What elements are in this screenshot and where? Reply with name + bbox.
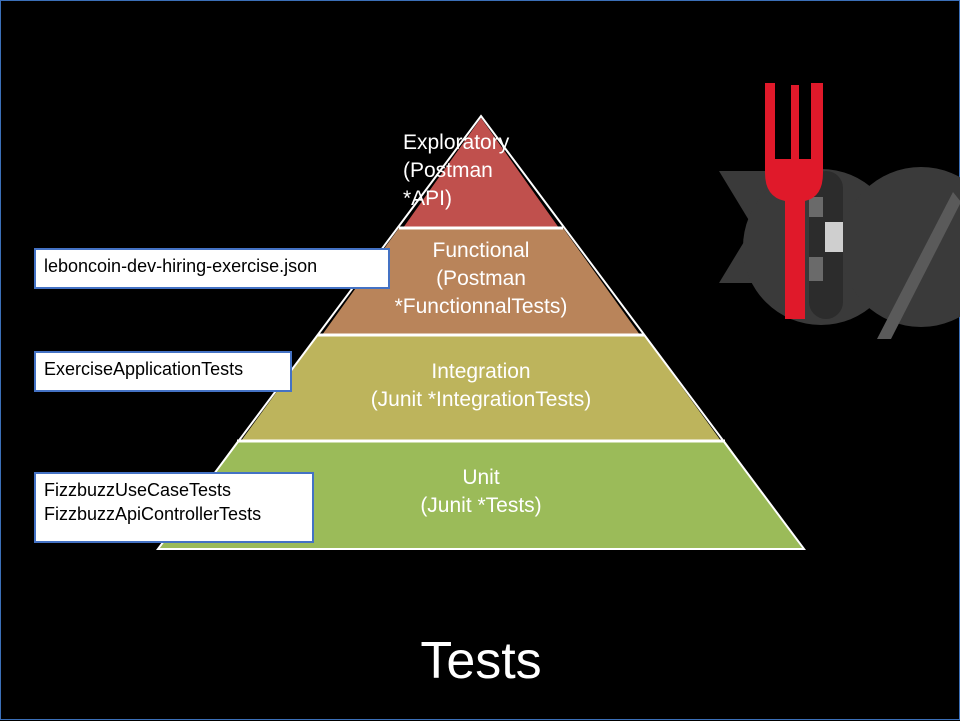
tier-label-exploratory: Exploratory (Postman *API)	[403, 129, 509, 213]
callout-text: leboncoin-dev-hiring-exercise.json	[44, 256, 318, 276]
callout-text: FizzbuzzApiControllerTests	[44, 504, 262, 524]
callout-text: FizzbuzzUseCaseTests	[44, 480, 232, 500]
callout-integration: ExerciseApplicationTests	[34, 351, 292, 392]
pyramid-tier-exploratory	[403, 118, 559, 228]
tier-title: Unit	[462, 466, 500, 489]
tier-label-integration: Integration (Junit *IntegrationTests)	[301, 358, 661, 414]
tier-subtitle: *FunctionnalTests)	[394, 295, 568, 318]
pyramid-tier-unit	[160, 441, 802, 548]
callout-unit: FizzbuzzUseCaseTests FizzbuzzApiControll…	[34, 472, 314, 543]
tier-label-functional: Functional (Postman *FunctionnalTests)	[341, 237, 621, 321]
tier-subtitle: (Postman	[403, 159, 493, 182]
slide-title: Tests	[420, 632, 542, 690]
pyramid-outline	[156, 114, 806, 550]
tier-subtitle: (Postman	[436, 267, 526, 290]
tier-subtitle: (Junit *IntegrationTests)	[370, 388, 592, 411]
tier-title: Exploratory	[403, 131, 510, 154]
callout-functional: leboncoin-dev-hiring-exercise.json	[34, 248, 390, 289]
tier-title: Integration	[431, 360, 531, 383]
tier-title: Functional	[432, 239, 530, 262]
tier-label-unit: Unit (Junit *Tests)	[321, 464, 641, 520]
fork-knife-logo-icon	[719, 83, 960, 339]
tier-subtitle: *API)	[403, 187, 453, 210]
tier-subtitle: (Junit *Tests)	[420, 494, 542, 517]
pyramid-tier-functional	[322, 228, 640, 335]
callout-text: ExerciseApplicationTests	[44, 359, 244, 379]
pyramid-tier-integration	[241, 335, 721, 441]
